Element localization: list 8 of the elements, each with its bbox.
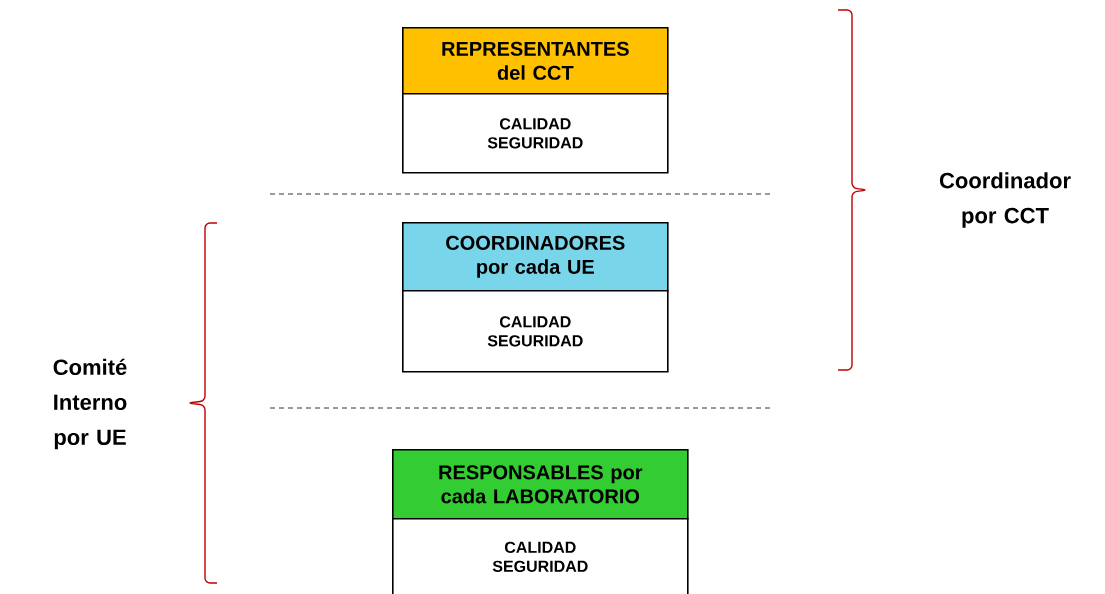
header-box: COORDINADORES por cada UE [402, 222, 669, 292]
bracket-label: Coordinador por CCT [939, 172, 1071, 228]
text-box: CALIDAD SEGURIDAD [402, 290, 669, 373]
header-box: REPRESENTANTES del CCT [402, 27, 669, 95]
header-box: RESPONSABLES por cada LABORATORIO [392, 449, 689, 520]
text-box: CALIDAD SEGURIDAD [402, 93, 669, 174]
text-box: CALIDAD SEGURIDAD [392, 518, 689, 594]
bracket-label: Comité Interno por UE [53, 358, 127, 450]
